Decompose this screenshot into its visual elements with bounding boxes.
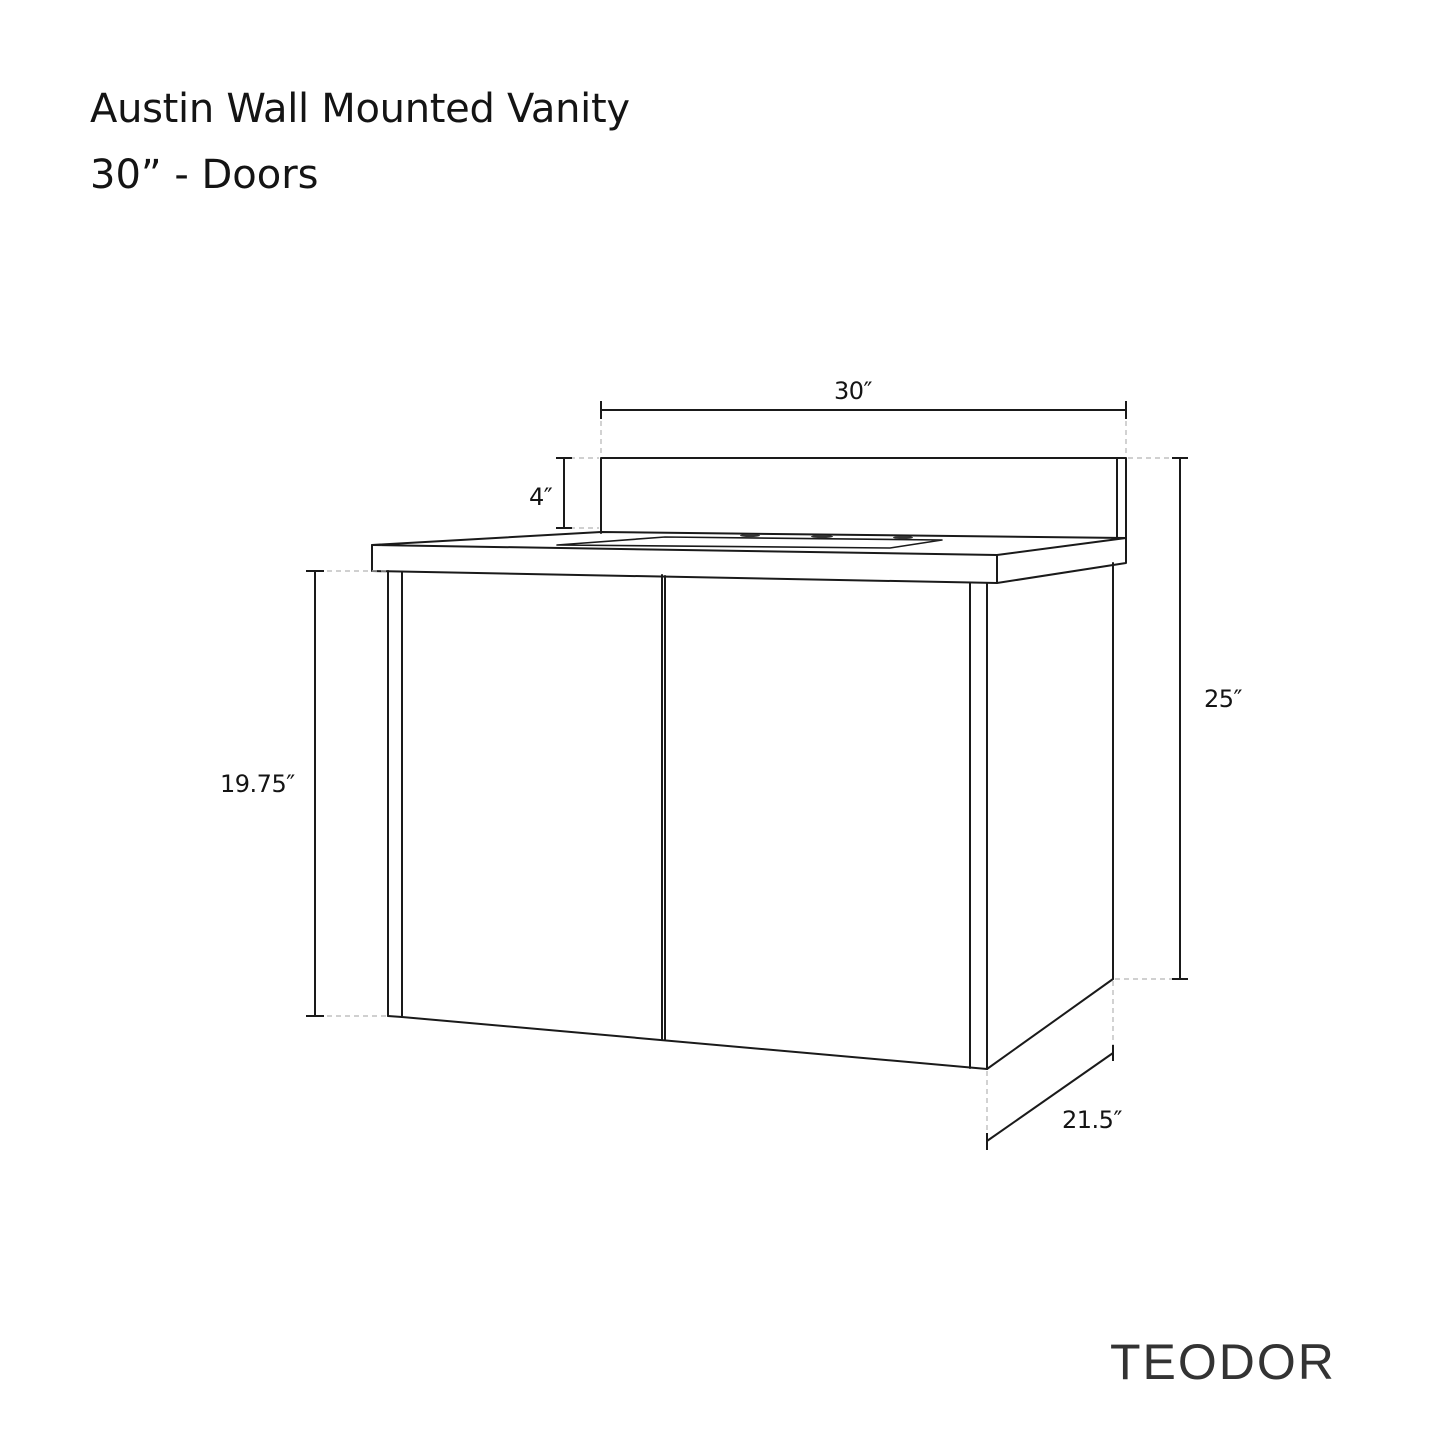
cabinet-height-label: 19.75″ bbox=[220, 770, 295, 798]
width-dimension-label: 30″ bbox=[834, 377, 873, 405]
backsplash-height-label: 4″ bbox=[529, 483, 553, 511]
cabinet bbox=[387, 562, 1114, 1070]
brand-logo: TEODOR bbox=[1110, 1334, 1336, 1390]
product-subtitle: 30” - Doors bbox=[90, 152, 319, 198]
depth-dimension-label: 21.5″ bbox=[1062, 1106, 1122, 1134]
sink bbox=[556, 533, 943, 549]
backsplash bbox=[600, 457, 1127, 539]
dimension-lines bbox=[306, 401, 1188, 1150]
total-height-label: 25″ bbox=[1204, 685, 1243, 713]
product-title: Austin Wall Mounted Vanity bbox=[90, 86, 630, 132]
extension-lines bbox=[318, 412, 1172, 1150]
countertop bbox=[371, 531, 1127, 584]
